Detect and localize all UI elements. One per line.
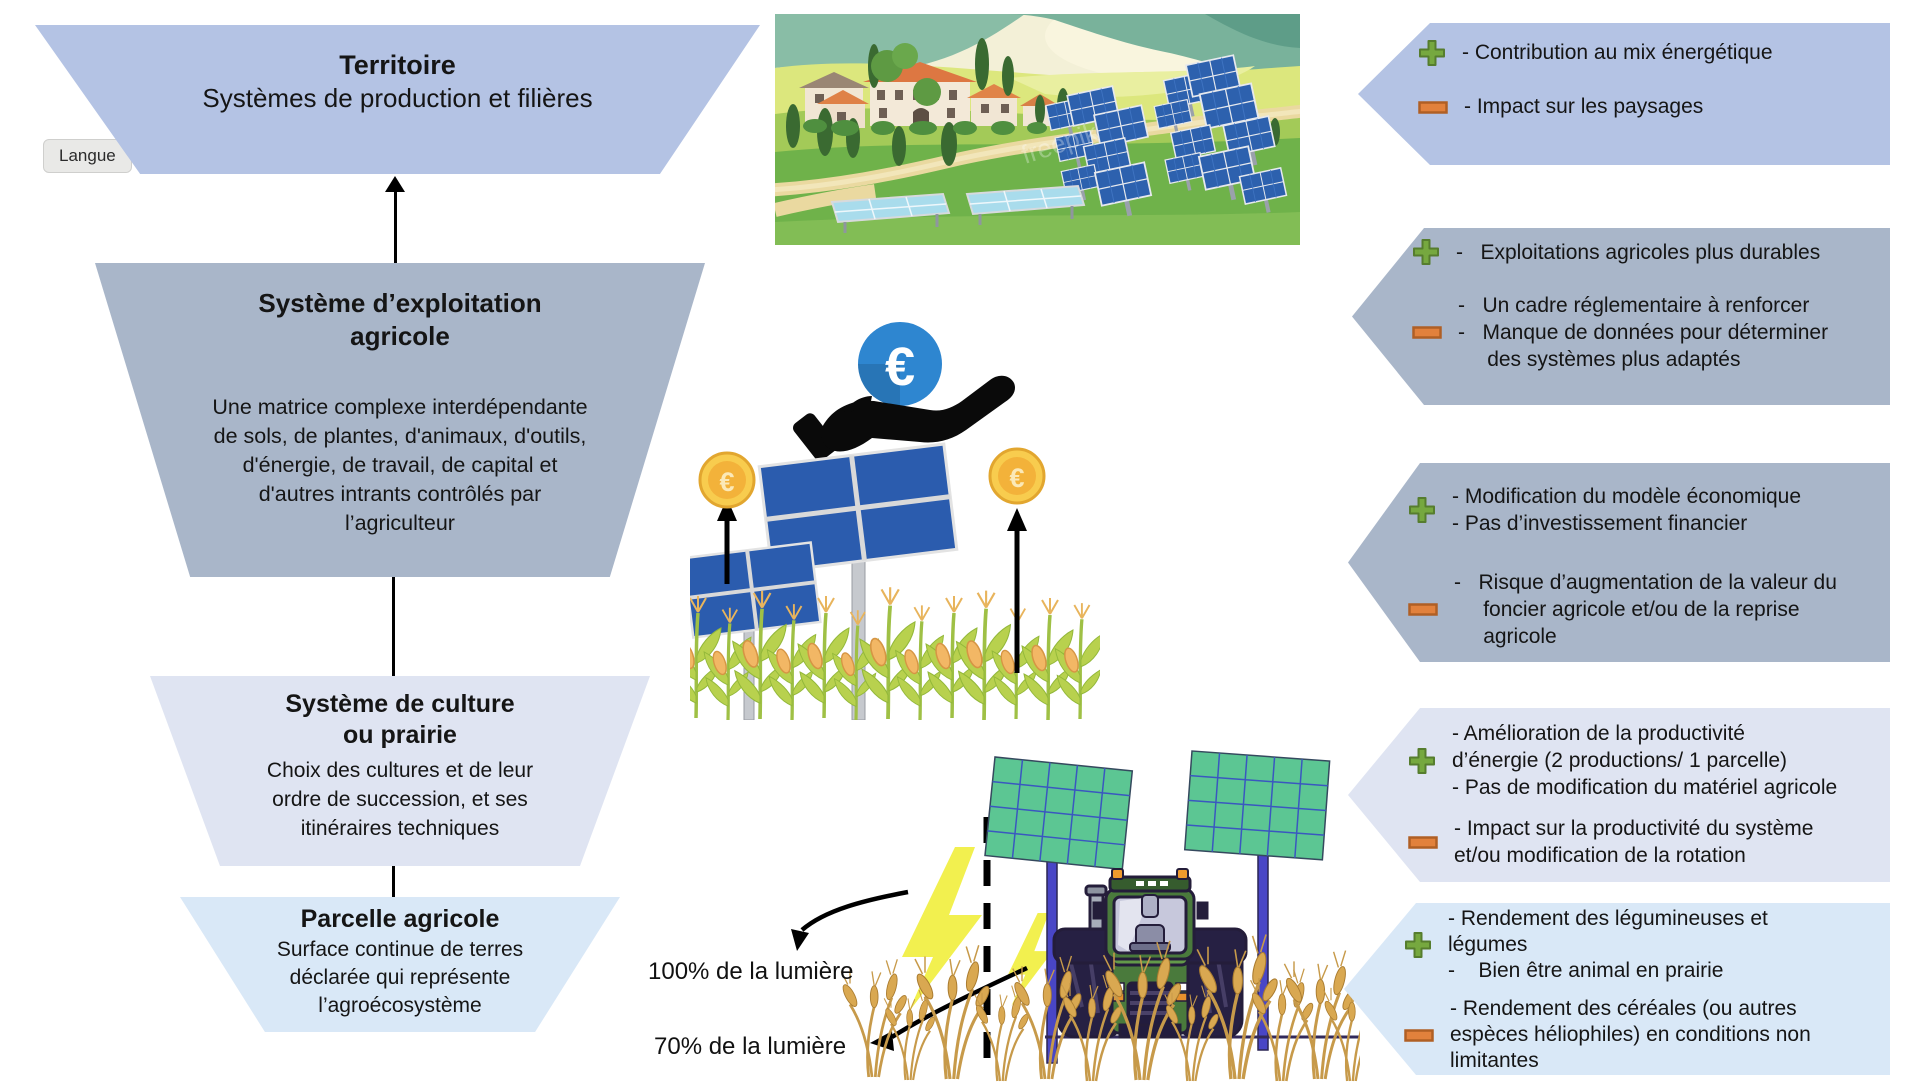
- callout-text: - Exploitations agricoles plus durables: [1456, 240, 1821, 264]
- funnel-level-culture: Système de culture ou prairie Choix des …: [150, 676, 650, 866]
- plus-icon: [1418, 39, 1446, 67]
- callout-text: - Rendement des céréales (ou autres espè…: [1450, 997, 1811, 1072]
- callout-exploitations-durables: - Exploitations agricoles plus durables …: [1352, 228, 1890, 405]
- funnel-body: Surface continue de terres déclarée qui …: [276, 938, 524, 1017]
- solar-panel: [690, 541, 822, 720]
- minus-icon: [1412, 326, 1442, 339]
- minus-icon: [1408, 603, 1438, 616]
- ground-solar-tables: [830, 184, 1086, 233]
- pros-group: - Exploitations agricoles plus durables: [1412, 238, 1878, 266]
- funnel-subtitle: Systèmes de production et filières: [202, 83, 593, 113]
- funnel-level-territoire: Territoire Systèmes de production et fil…: [35, 25, 760, 174]
- pros-group: - Contribution au mix énergétique: [1418, 39, 1878, 67]
- callout-text: - Modification du modèle économique: [1452, 485, 1802, 508]
- income-arrow: [1007, 508, 1027, 673]
- pros-group: - Modification du modèle économique - Pa…: [1408, 483, 1878, 537]
- plus-icon: [1404, 931, 1432, 959]
- callout-text: - Risque d’augmentation de la valeur du …: [1454, 571, 1837, 648]
- callout-text: - Pas d’investissement financier: [1452, 512, 1748, 535]
- funnel-level-exploitation: Système d’exploitation agricole Une matr…: [95, 263, 705, 577]
- funnel-level-parcelle: Parcelle agricole Surface continue de te…: [180, 897, 620, 1032]
- svg-text:€: €: [1009, 463, 1024, 493]
- callout-text: - Rendement des légumineuses et légumes: [1448, 907, 1768, 956]
- cons-group: - Rendement des céréales (ou autres espè…: [1404, 996, 1878, 1074]
- callout-productivite: - Amélioration de la productivité d’éner…: [1348, 708, 1890, 882]
- pros-group: - Rendement des légumineuses et légumes …: [1404, 906, 1878, 984]
- funnel-connector: [392, 577, 395, 676]
- plus-icon: [1408, 747, 1436, 775]
- tractor: [1052, 868, 1248, 1039]
- light-100-label: 100% de la lumière: [648, 958, 854, 985]
- funnel-body: Choix des cultures et de leur ordre de s…: [266, 759, 534, 840]
- pros-group: - Amélioration de la productivité d’éner…: [1408, 720, 1878, 801]
- funnel-body: Une matrice complexe interdépendante de …: [212, 395, 588, 535]
- callout-text: - Bien être animal en prairie: [1448, 959, 1724, 982]
- callout-modele-economique: - Modification du modèle économique - Pa…: [1348, 463, 1890, 662]
- callout-text: - Impact sur la productivité du système …: [1454, 817, 1814, 867]
- cons-group: - Impact sur les paysages: [1418, 93, 1878, 121]
- funnel-title: Système de culture ou prairie: [285, 690, 515, 749]
- income-arrow: [717, 498, 737, 584]
- langue-button[interactable]: Langue: [43, 139, 132, 173]
- plus-icon: [1412, 238, 1440, 266]
- funnel-title: Territoire: [339, 50, 456, 80]
- green-solar-panel: [984, 756, 1134, 1064]
- cons-group: - Risque d’augmentation de la valeur du …: [1408, 569, 1878, 650]
- label-arrow: [791, 889, 909, 951]
- up-arrow-icon: [385, 176, 405, 192]
- callout-text: - Pas de modification du matériel agrico…: [1452, 776, 1838, 799]
- plus-icon: [1408, 496, 1436, 524]
- cons-group: - Un cadre réglementaire à renforcer - M…: [1412, 292, 1878, 373]
- minus-icon: [1408, 835, 1438, 849]
- bushes: [803, 119, 1047, 136]
- gold-euro-coin: €: [698, 451, 756, 509]
- callout-mix-energetique: - Contribution au mix énergétique - Impa…: [1358, 23, 1890, 165]
- euro-hand-solar-corn-illustration: €: [690, 322, 1100, 720]
- cons-group: - Impact sur la productivité du système …: [1408, 815, 1878, 869]
- solar-panel: [757, 442, 959, 720]
- gold-euro-coin: €: [988, 447, 1046, 505]
- funnel-connector: [394, 190, 397, 263]
- minus-icon: [1418, 100, 1448, 114]
- minus-icon: [1404, 1028, 1434, 1042]
- funnel-title: Parcelle agricole: [300, 905, 500, 933]
- callout-text: - Manque de données pour déterminer des …: [1458, 321, 1829, 371]
- svg-text:€: €: [885, 337, 915, 397]
- callout-text: - Amélioration de la productivité d’éner…: [1452, 722, 1788, 772]
- funnel-connector: [392, 866, 395, 897]
- callout-rendement: - Rendement des légumineuses et légumes …: [1344, 903, 1890, 1075]
- callout-text: - Un cadre réglementaire à renforcer: [1458, 294, 1810, 317]
- svg-text:€: €: [719, 467, 734, 497]
- light-70-label: 70% de la lumière: [654, 1033, 847, 1060]
- callout-text: - Impact sur les paysages: [1464, 95, 1704, 118]
- landscape-solar-village-illustration: freepik: [775, 14, 1300, 245]
- funnel-title: Système d’exploitation agricole: [258, 288, 542, 351]
- agrivoltaics-tractor-illustration: [791, 750, 1360, 1083]
- callout-text: - Contribution au mix énergétique: [1462, 41, 1773, 64]
- euro-coin-hand: €: [793, 322, 1015, 461]
